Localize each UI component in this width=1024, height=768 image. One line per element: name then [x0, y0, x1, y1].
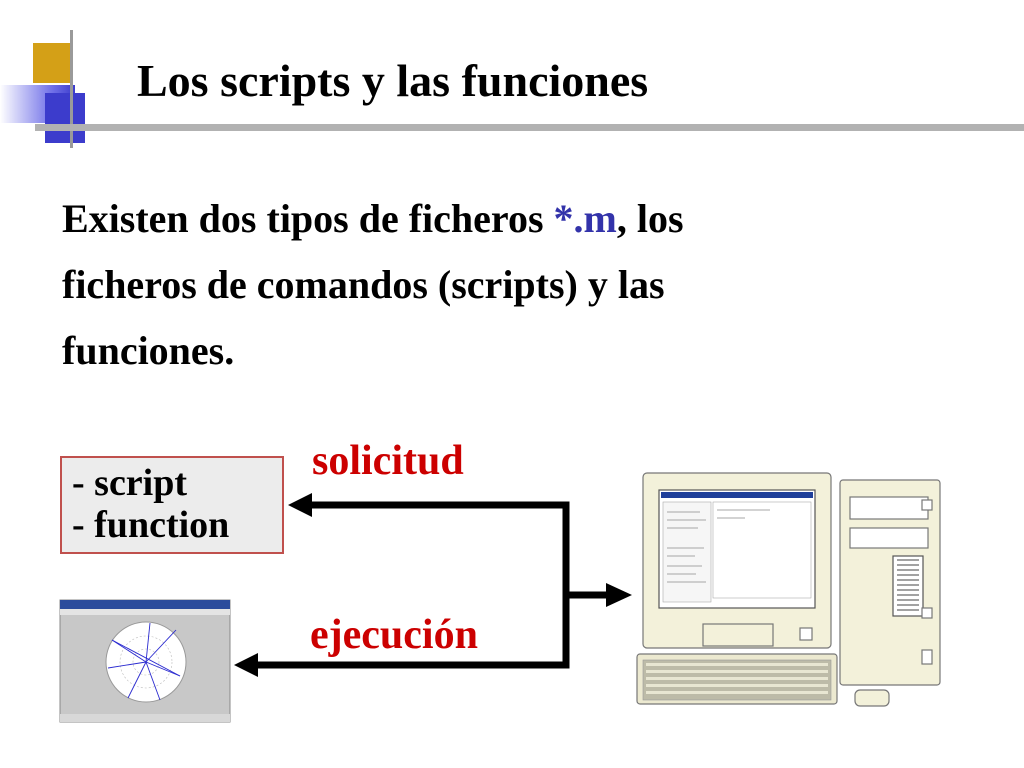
keyboard-keys [646, 663, 828, 694]
corner-decoration [0, 0, 140, 150]
body-line3: funciones. [62, 328, 235, 373]
tower-vents [897, 559, 919, 611]
file-types-box: - script - function [60, 456, 284, 554]
body-line1-end: , los [616, 196, 684, 241]
body-paragraph: Existen dos tipos de ficheros *.m, los fi… [62, 186, 912, 384]
type-script: - script [72, 462, 188, 504]
type-function: - function [72, 504, 230, 546]
flow-arrows [256, 501, 610, 669]
polar-plot-window [59, 599, 231, 723]
page-title: Los scripts y las funciones [137, 55, 649, 106]
arrow-head-to-computer [606, 583, 632, 607]
body-line2: ficheros de comandos (scripts) y las [62, 262, 665, 307]
request-label: solicitud [312, 438, 464, 484]
highlight-extension: *.m [553, 196, 617, 241]
body-part1: Existen dos tipos de ficheros [62, 196, 554, 241]
computer-illustration [636, 472, 941, 707]
arrow-head-to-plot [234, 653, 258, 677]
arrow-head-to-box [288, 493, 312, 517]
execution-label: ejecución [310, 612, 478, 658]
title-rule [35, 124, 1024, 131]
screen-content-lines [667, 509, 770, 583]
